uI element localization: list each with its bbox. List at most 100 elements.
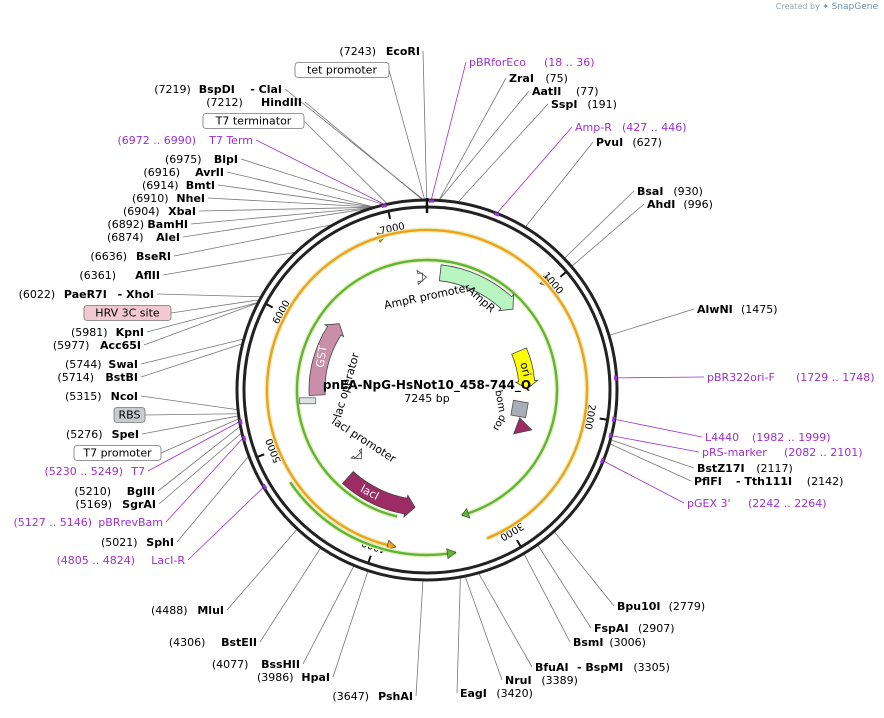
enzyme-position: (627) [632, 136, 662, 149]
enzyme-site-avrii: AvrII(6916) [143, 166, 224, 179]
enzyme-name: BglII [127, 485, 155, 498]
primer-site-l4440 [613, 417, 614, 422]
enzyme-position: (6874) [107, 231, 144, 244]
enzyme-position: (6892) [107, 218, 144, 231]
ruler-tick [368, 556, 370, 563]
leader-line [458, 104, 548, 202]
enzyme-position: (77) [576, 85, 599, 98]
enzyme-name: AleI [156, 231, 180, 244]
feature-box-t7-promoter: T7 promoter [74, 446, 161, 461]
enzyme-name: ZraI [509, 72, 534, 85]
enzyme-position: (2142) [807, 475, 844, 488]
enzyme-site-aflii: AflII(6361) [79, 269, 160, 282]
leader-line [572, 204, 644, 266]
enzyme-site-ncoi: NcoI(5315) [65, 390, 138, 403]
enzyme-name: EcoRI [386, 45, 420, 58]
primer-site-pgex-3 [601, 458, 603, 463]
leader-line [141, 396, 237, 410]
enzyme-name: NheI [176, 192, 205, 205]
enzyme-name: MluI [197, 604, 224, 617]
enzyme-site-fspai: FspAI (2907) [594, 622, 675, 635]
plasmid-name: pnEA-NpG-HsNot10_458-744_Q [323, 378, 531, 393]
enzyme-name: BfuAI [535, 661, 569, 674]
enzyme-position: (6022) [19, 288, 56, 301]
ruler-tick [267, 304, 273, 307]
enzyme-position: (7212) [206, 96, 243, 109]
primer-name: Amp-R [575, 121, 612, 134]
enzyme-position: (1475) [741, 303, 778, 316]
leader-line [188, 488, 263, 560]
enzyme-site-kpni: KpnI(5981) [71, 326, 144, 339]
enzyme-site-sspi: SspI(191) [551, 98, 617, 111]
primer-name: pRS-marker [702, 446, 767, 459]
leader-line [208, 198, 372, 207]
leader-line [416, 581, 423, 696]
enzyme-position: (4306) [169, 636, 206, 649]
enzyme-name: XbaI [168, 205, 196, 218]
enzyme-name: SspI [551, 98, 577, 111]
feature-box-rbs: RBS [114, 408, 145, 423]
enzyme-extra: - Tth111I [736, 475, 792, 488]
enzyme-site-alwni: AlwNI (1475) [697, 303, 778, 316]
primer-name: pGEX 3' [687, 497, 731, 510]
enzyme-site-bfuai: BfuAI - BspMI (3305) [535, 661, 670, 674]
enzyme-site-nhei: NheI(6910) [132, 192, 205, 205]
enzyme-site-acc65i: Acc65I(5977) [53, 339, 141, 352]
enzyme-name: EagI [460, 687, 487, 700]
enzyme-name: HpaI [301, 671, 330, 684]
leader-line [303, 566, 354, 664]
leader-line [163, 252, 294, 275]
enzyme-site-zrai: ZraI(75) [509, 72, 568, 85]
leader-line [498, 127, 572, 212]
feature-box-label: HRV 3C site [95, 307, 160, 320]
enzyme-site-aatii: AatII(77) [532, 85, 599, 98]
primer-range: (427 .. 446) [622, 121, 687, 134]
rop-feature [514, 418, 532, 434]
laci-promoter-feature [351, 449, 361, 459]
enzyme-position: (3305) [633, 661, 670, 674]
enzyme-extra: - BspMI [577, 661, 623, 674]
enzyme-position: (2907) [638, 622, 675, 635]
leader-line [159, 433, 241, 504]
enzyme-position: (7243) [339, 45, 376, 58]
enzyme-position: (7219) [154, 83, 191, 96]
enzyme-name: Acc65I [100, 339, 141, 352]
primer-pbr322ori-f: pBR322ori-F(1729 .. 1748) [707, 371, 875, 384]
enzyme-extra: - ClaI [250, 83, 282, 96]
enzyme-name: FspAI [594, 622, 629, 635]
enzyme-site-ahdi: AhdI(996) [647, 198, 713, 211]
primer-range: (5127 .. 5146) [13, 516, 92, 529]
leader-line [604, 461, 684, 503]
leader-line [157, 294, 260, 297]
primer-site-amp-r [494, 213, 499, 215]
primer-range: (5230 .. 5249) [44, 465, 123, 478]
enzyme-name: BstZ17I [697, 462, 745, 475]
lac-operator-feature [299, 398, 315, 404]
enzyme-name: AlwNI [697, 303, 733, 316]
enzyme-site-ecori: EcoRI (7243) [339, 45, 420, 58]
enzyme-position: (2117) [756, 462, 793, 475]
enzyme-name: Bpu10I [617, 600, 661, 613]
enzyme-site-bsai: BsaI(930) [637, 185, 703, 198]
enzyme-position: (930) [673, 185, 703, 198]
ruler-tick [389, 212, 390, 219]
leader-line [333, 572, 368, 677]
leader-line [177, 457, 248, 542]
leader-line [526, 142, 593, 227]
primer-name: pBRrevBam [98, 516, 163, 529]
enzyme-name: AhdI [647, 198, 675, 211]
leader-line [423, 51, 427, 199]
leader-line [145, 414, 237, 415]
feature-box-t7-terminator: T7 terminator [203, 114, 304, 129]
enzyme-name: BsmI [573, 636, 604, 649]
enzyme-position: (5714) [57, 371, 94, 384]
leader-line [479, 574, 532, 667]
leader-line [610, 309, 694, 335]
leader-line [389, 70, 425, 199]
primer-name: pBR322ori-F [707, 371, 775, 384]
enzyme-site-sphi: SphI(5021) [101, 536, 174, 549]
leader-line [241, 159, 383, 204]
enzyme-name: PshAI [378, 690, 413, 703]
